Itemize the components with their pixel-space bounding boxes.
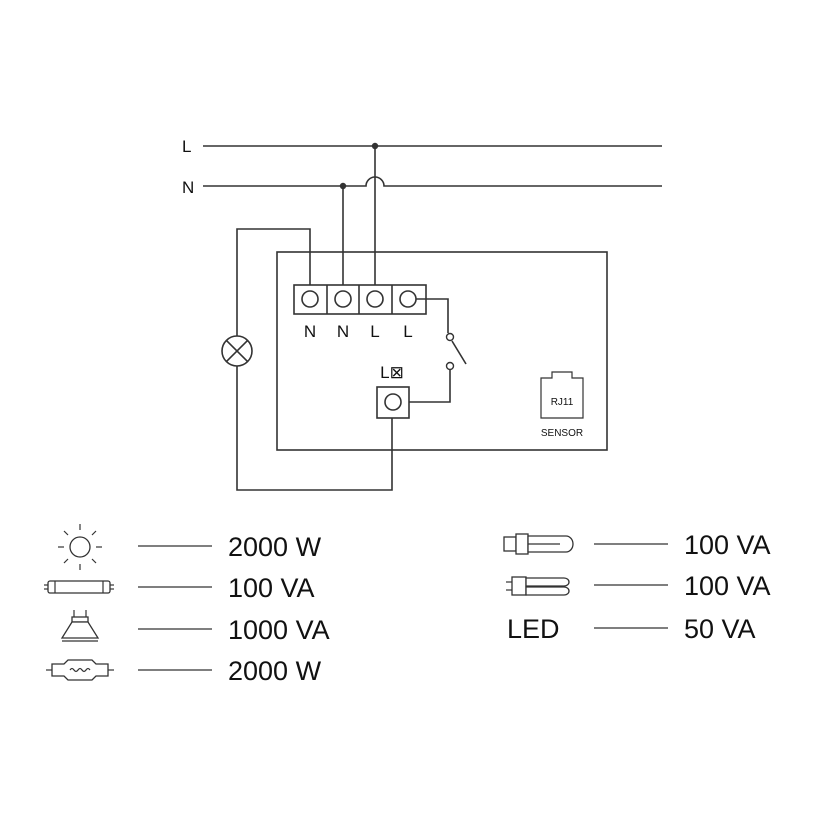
rj11-port-icon: [540, 371, 584, 419]
terminal-screw-icon: [384, 393, 402, 411]
lamp-symbol-icon: [221, 335, 253, 367]
neutral-line-label: N: [182, 178, 194, 197]
terminal-label-n1: N: [304, 322, 316, 341]
output-terminal-label: L⊠: [380, 363, 404, 382]
linear-halogen-icon: [46, 659, 114, 681]
compact-fluorescent-icon: [503, 533, 574, 555]
switch-output-wire: [400, 370, 451, 403]
switch-contact-icon: [445, 332, 455, 342]
led-label: LED: [507, 614, 560, 644]
terminal-screw-icon: [366, 290, 384, 308]
halogen-spot-rating: 1000 VA: [228, 615, 330, 645]
terminal-label-l2: L: [403, 322, 412, 341]
incandescent-bulb-icon: [58, 524, 102, 570]
fluorescent-rating: 100 VA: [228, 573, 315, 603]
terminal-screw-icon: [334, 290, 352, 308]
terminal-screw-icon: [301, 290, 319, 308]
device-enclosure: [276, 251, 608, 451]
pin-base-lamp-rating: 100 VA: [684, 571, 771, 601]
pin-base-lamp-icon: [506, 576, 570, 596]
terminal-block: [293, 284, 427, 315]
live-line-label: L: [182, 137, 191, 156]
terminal-screw-icon: [399, 290, 417, 308]
halogen-spot-icon: [60, 610, 100, 642]
linear-halogen-rating: 2000 W: [228, 656, 322, 686]
fluorescent-tube-icon: [44, 580, 114, 594]
terminal-label-l1: L: [370, 322, 379, 341]
sensor-label: SENSOR: [541, 428, 583, 439]
terminal-label-n2: N: [337, 322, 349, 341]
incandescent-rating: 2000 W: [228, 532, 322, 562]
rj11-label: RJ11: [551, 397, 574, 408]
compact-fluorescent-rating: 100 VA: [684, 530, 771, 560]
switch-contact-icon: [445, 361, 455, 371]
neutral-line: [203, 176, 662, 187]
switch-lever-icon: [451, 340, 467, 365]
switch-feed-wire: [416, 298, 449, 333]
led-rating: 50 VA: [684, 614, 756, 644]
